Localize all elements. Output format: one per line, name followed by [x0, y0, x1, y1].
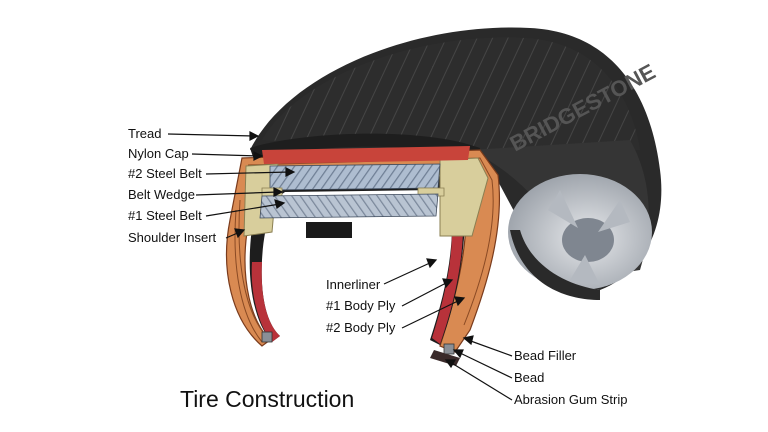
body-ply-line	[247, 157, 494, 326]
label-abrasion-gum-strip: Abrasion Gum Strip	[514, 392, 628, 407]
label-steel-belt-1: #1 Steel Belt	[128, 208, 202, 223]
leader-innerliner	[383, 261, 433, 285]
label-steel-belt-2: #2 Steel Belt	[128, 166, 202, 181]
leader-steel-belt-1	[205, 203, 281, 217]
leader-bead	[457, 351, 513, 379]
leader-body-ply-1	[401, 281, 449, 307]
body-ply-line	[234, 209, 263, 343]
steel-belt-1	[259, 193, 439, 219]
diagram-title: Tire Construction	[180, 386, 355, 412]
leader-steel-belt-2	[205, 171, 291, 175]
leader-bead-filler	[467, 339, 513, 357]
body-ply-line	[238, 199, 267, 337]
wheel-rim	[508, 174, 652, 300]
tread-groove	[306, 222, 352, 238]
label-tread: Tread	[128, 126, 162, 141]
label-nylon-cap: Nylon Cap	[128, 146, 189, 161]
nylon-cap	[262, 146, 470, 164]
leader-body-ply-2	[401, 299, 461, 329]
leader-tread	[167, 133, 255, 137]
bead-right	[443, 343, 455, 355]
leader-abrasion-gum-strip	[449, 361, 513, 401]
label-body-ply-1: #1 Body Ply	[326, 298, 396, 313]
tread-surface	[262, 37, 640, 150]
bead-left	[261, 331, 273, 343]
leader-nylon-cap	[191, 153, 259, 157]
shoulder-insert	[439, 157, 489, 237]
steel-belt-2	[269, 163, 441, 191]
leader-belt-wedge	[195, 191, 279, 196]
leader-lines	[167, 131, 513, 401]
label-body-ply-2: #2 Body Ply	[326, 320, 396, 335]
rim-spoke	[598, 200, 630, 232]
label-innerliner: Innerliner	[326, 277, 381, 292]
label-bead: Bead	[514, 370, 545, 385]
tread-section	[250, 133, 480, 160]
innerliner-red	[251, 262, 280, 342]
rim-spoke	[570, 255, 600, 285]
tire-lower-sidewall	[510, 230, 600, 300]
rim-spoke	[548, 190, 578, 228]
innerliner-red	[432, 230, 463, 344]
tire-cross-section	[225, 133, 501, 366]
label-bead-filler: Bead Filler	[514, 348, 577, 363]
label-belt-wedge: Belt Wedge	[128, 187, 195, 202]
label-shoulder-insert: Shoulder Insert	[128, 230, 217, 245]
